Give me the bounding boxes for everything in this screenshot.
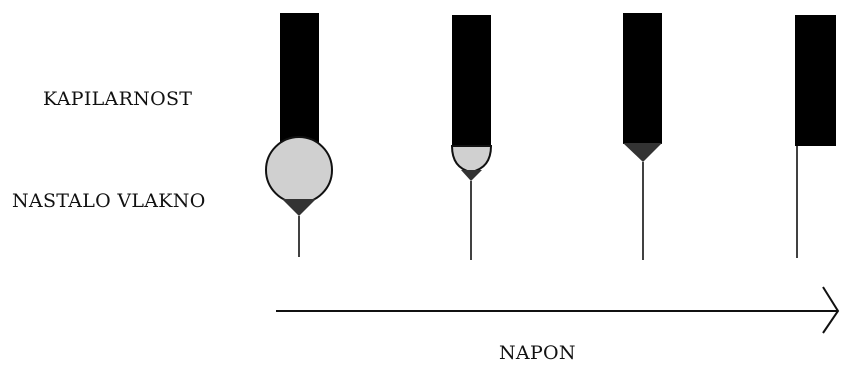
taylor-cone-2	[461, 170, 482, 181]
droplet-2	[450, 145, 493, 174]
capillary-label: KAPILARNOST	[43, 88, 193, 110]
taylor-cone-1	[282, 199, 316, 216]
capillary-tube-4	[795, 15, 836, 146]
voltage-label: NAPON	[499, 342, 576, 364]
fiber-label: NASTALO VLAKNO	[12, 190, 206, 212]
stage-2	[450, 15, 493, 260]
capillary-tube-2	[452, 15, 491, 146]
stage-4	[795, 15, 836, 258]
droplet-1	[265, 136, 333, 204]
capillary-tube-1	[280, 13, 319, 146]
voltage-arrow	[276, 286, 840, 334]
taylor-cone-3	[623, 143, 662, 162]
voltage-arrow-head	[822, 286, 840, 334]
capillary-tube-3	[623, 13, 662, 144]
stage-3	[623, 13, 662, 260]
stage-1	[265, 13, 333, 257]
